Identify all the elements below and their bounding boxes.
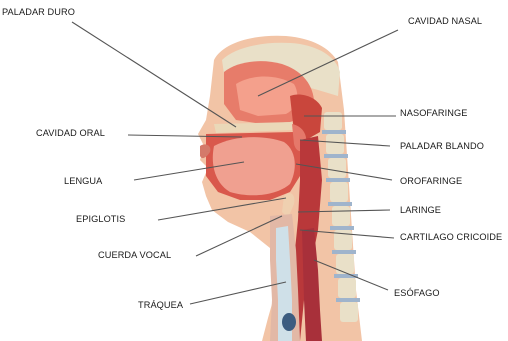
label-paladar-blando: PALADAR BLANDO: [400, 141, 484, 152]
label-cartilago-cricoide: CARTILAGO CRICOIDE: [400, 232, 502, 243]
label-nasofaringe: NASOFARINGE: [400, 108, 467, 119]
leader-traquea: [190, 282, 286, 304]
leader-paladar-duro: [72, 22, 236, 127]
tongue-shape: [213, 137, 295, 195]
label-traquea: TRÁQUEA: [138, 300, 183, 311]
label-laringe: LARINGE: [400, 205, 441, 216]
label-paladar-duro: PALADAR DURO: [2, 7, 75, 18]
label-cavidad-nasal: CAVIDAD NASAL: [408, 16, 482, 27]
anatomy-illustration: [198, 36, 362, 341]
label-cuerda-vocal: CUERDA VOCAL: [98, 250, 171, 261]
label-epiglotis: EPIGLOTIS: [76, 214, 125, 225]
label-lengua: LENGUA: [64, 176, 102, 187]
thyroid-gland: [282, 313, 296, 331]
label-esofago: ESÓFAGO: [394, 288, 440, 299]
label-orofaringe: OROFARINGE: [400, 176, 462, 187]
label-cavidad-oral: CAVIDAD ORAL: [36, 128, 105, 139]
